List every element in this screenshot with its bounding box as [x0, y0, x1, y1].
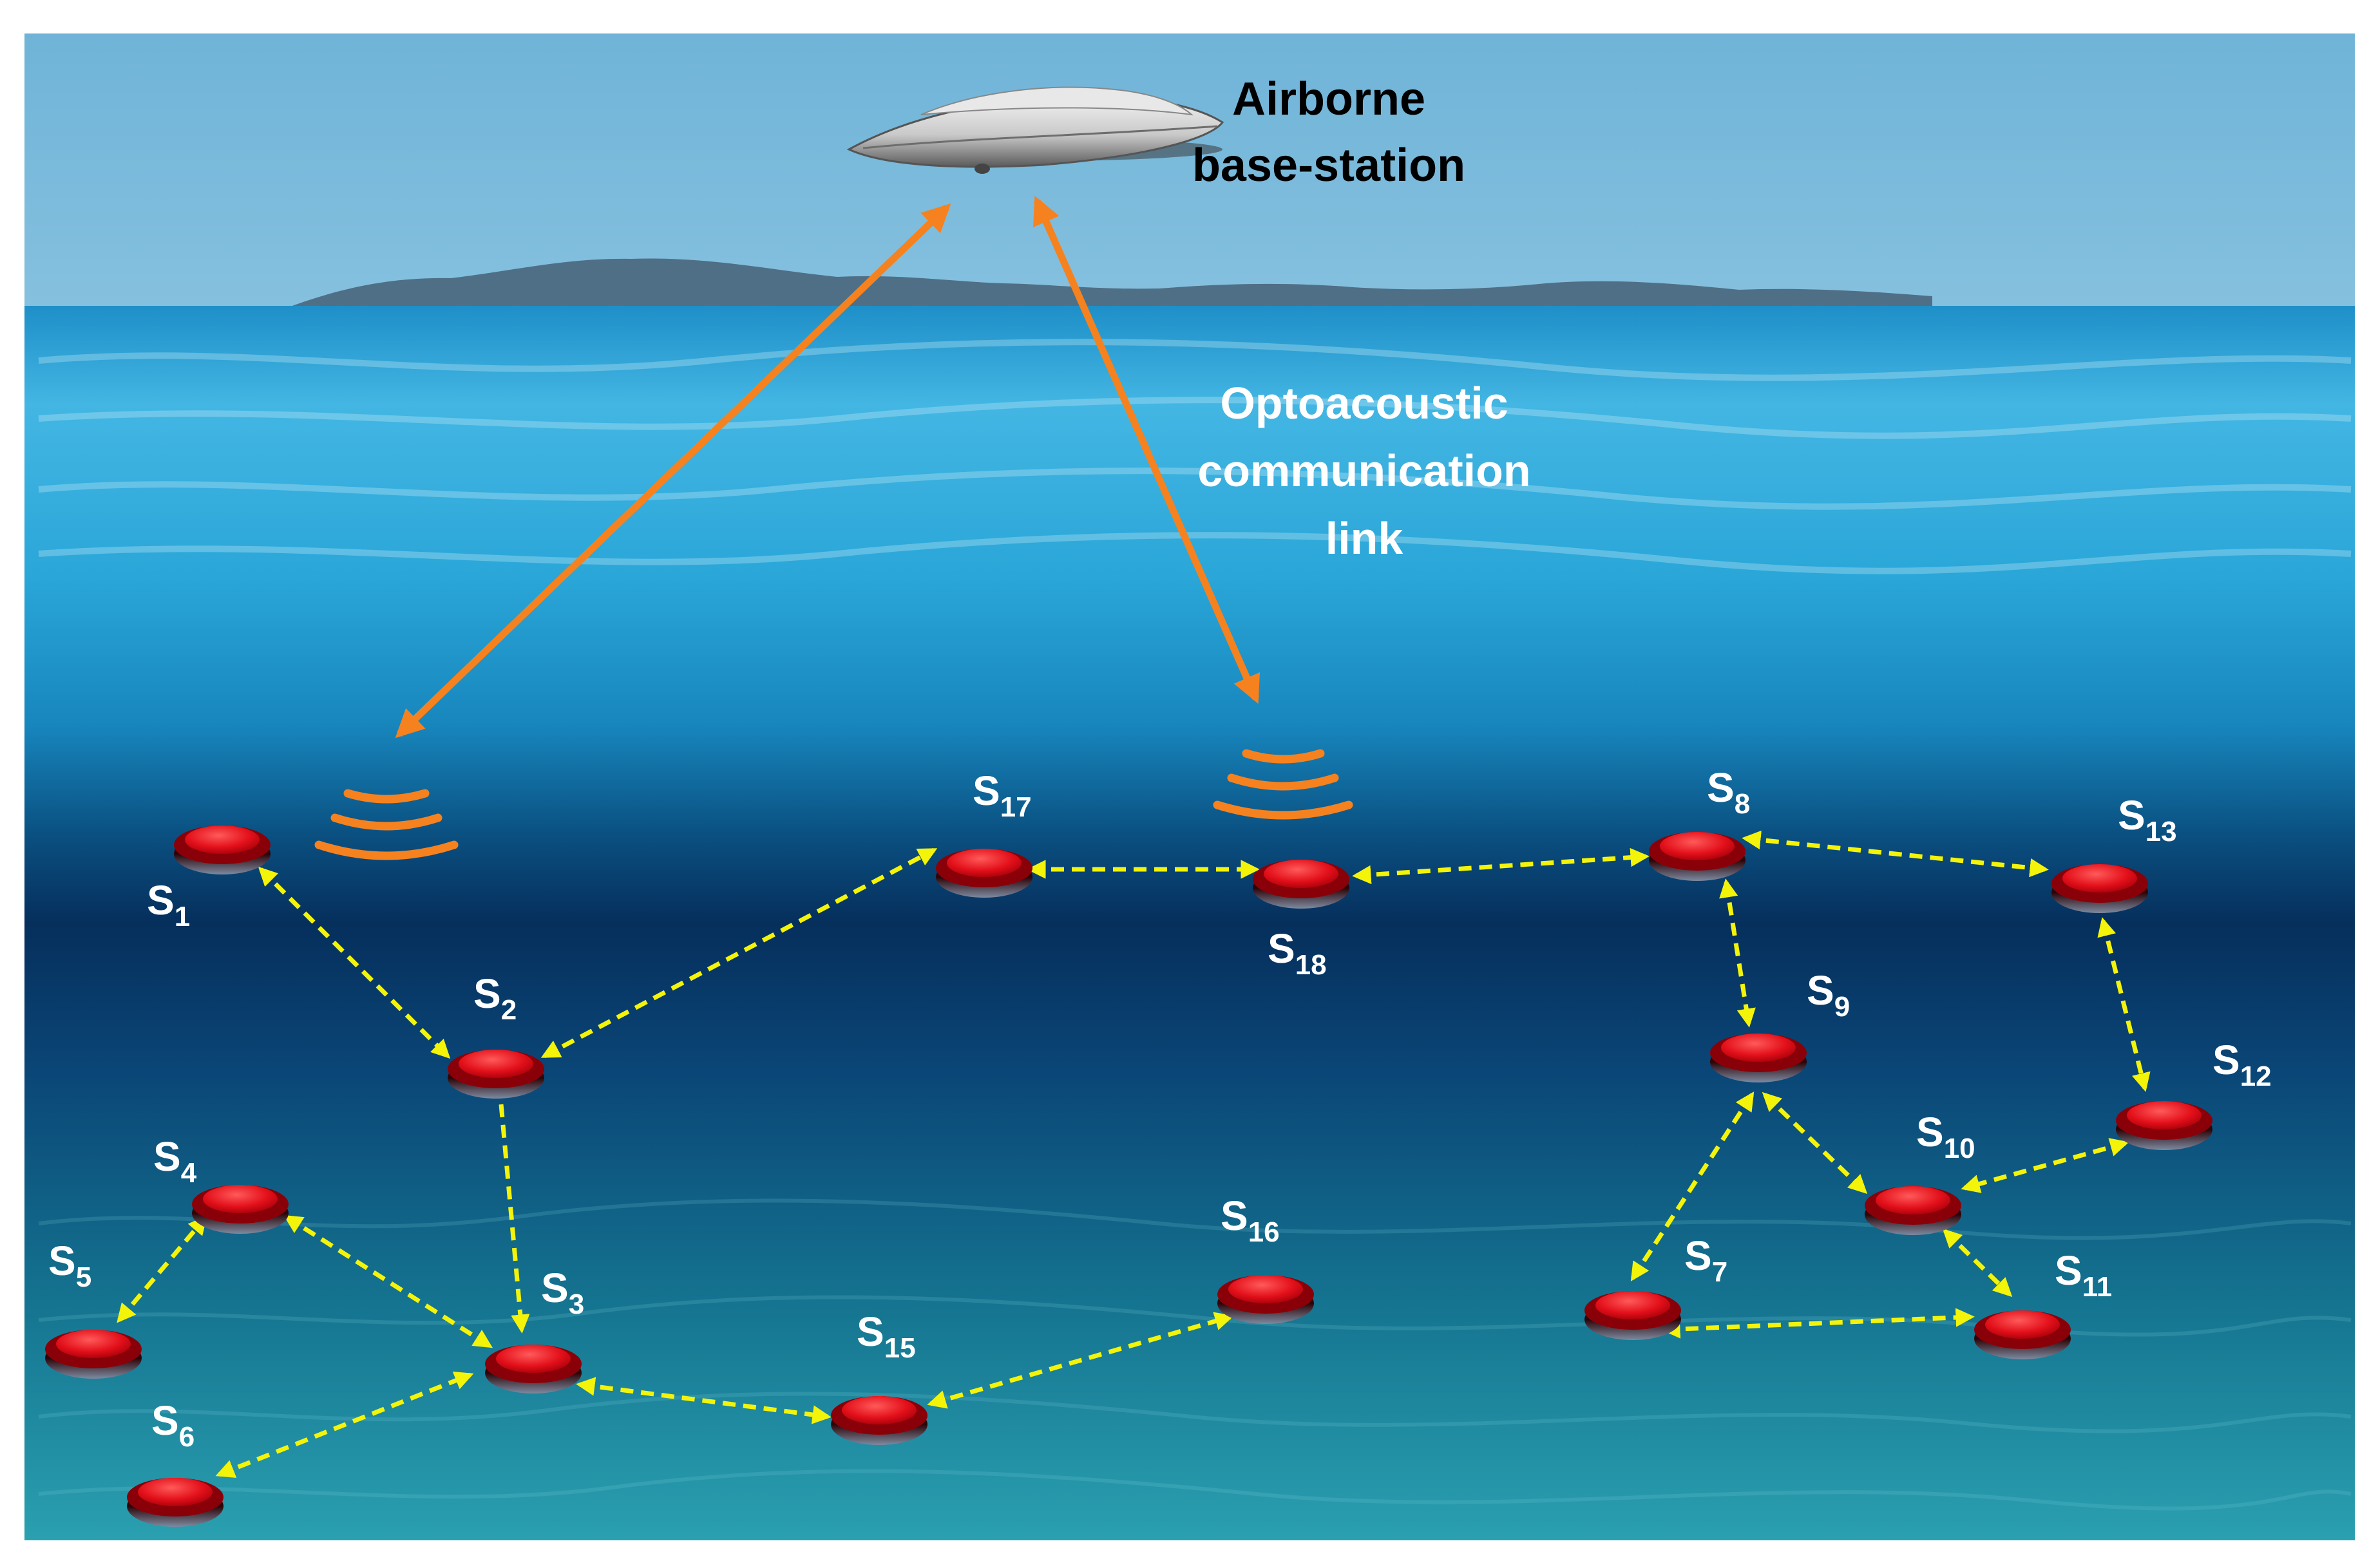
- airborne-label-line2: base-station: [1192, 140, 1465, 191]
- link-s10-s11: [1942, 1228, 2013, 1298]
- link-s9-s10: [1762, 1091, 1868, 1195]
- link-s8-s9: [1719, 878, 1756, 1028]
- sensor-node-top: [138, 1478, 213, 1506]
- sensor-node-top: [1595, 1291, 1670, 1319]
- sensor-label-s7: S7: [1684, 1233, 1727, 1288]
- sensor-node-s10: S10: [1865, 1109, 1975, 1235]
- sensor-label-s8: S8: [1707, 764, 1750, 820]
- airborne-base-station-icon: [846, 86, 1224, 174]
- sensor-node-top: [459, 1050, 533, 1078]
- sensor-node-top: [947, 849, 1022, 877]
- sensor-node-top: [2127, 1101, 2202, 1129]
- sensor-node-top: [2062, 864, 2137, 893]
- sensor-label-s6: S6: [151, 1397, 195, 1453]
- sensor-label-s13: S13: [2118, 792, 2177, 847]
- sensor-node-top: [1876, 1186, 1950, 1214]
- link-label-line1: Optoacoustic: [1220, 378, 1508, 428]
- sensor-node-top: [203, 1185, 278, 1213]
- sensor-node-s13: S13: [2051, 792, 2177, 913]
- link-s9-s7: [1630, 1091, 1755, 1281]
- acoustic-wave-icon: [314, 789, 459, 860]
- link-s2-s3: [499, 1104, 530, 1334]
- link-label-line2: communication: [1197, 446, 1530, 496]
- link-label-line3: link: [1326, 513, 1403, 563]
- link-s6-s3: [215, 1372, 474, 1478]
- sensor-node-s7: S7: [1584, 1233, 1727, 1340]
- sensor-node-top: [1264, 860, 1338, 888]
- sensor-node-s5: S5: [45, 1238, 142, 1379]
- sensor-nodes: S1S2S3S4S5S6S7S8S9S10S11S12S13S15S16S17S…: [45, 764, 2272, 1527]
- acoustic-wave-icon: [1213, 749, 1353, 820]
- sensor-node-s8: S8: [1649, 764, 1750, 881]
- sensor-node-s18: S18: [1253, 860, 1349, 981]
- optoacoustic-links: [395, 195, 1260, 739]
- sensor-label-s9: S9: [1807, 967, 1850, 1023]
- sensor-mesh-links: [117, 830, 2151, 1478]
- link-s13-s12: [2097, 917, 2151, 1092]
- sensor-node-top: [842, 1396, 917, 1424]
- sensor-node-s4: S4: [153, 1133, 289, 1234]
- sensor-node-s3: S3: [485, 1265, 584, 1393]
- sensor-node-s6: S6: [127, 1397, 224, 1527]
- sensor-node-s15: S15: [831, 1308, 927, 1445]
- sensor-node-top: [1985, 1310, 2060, 1339]
- sensor-node-top: [496, 1345, 571, 1373]
- sensor-node-top: [56, 1330, 131, 1358]
- sensor-node-top: [1721, 1034, 1796, 1062]
- link-s5-s4: [117, 1215, 207, 1323]
- sensor-node-s1: S1: [147, 826, 271, 932]
- optoacoustic-link-2: [1033, 195, 1260, 704]
- link-s1-s2: [258, 866, 451, 1059]
- sensor-node-top: [1228, 1275, 1303, 1303]
- link-s3-s15: [576, 1377, 832, 1424]
- link-s18-s8: [1352, 847, 1650, 885]
- link-s15-s16: [927, 1312, 1234, 1409]
- airborne-label-line1: Airborne: [1232, 73, 1425, 125]
- sensor-node-s9: S9: [1710, 967, 1850, 1082]
- sensor-node-top: [1660, 832, 1735, 860]
- link-s8-s13: [1742, 830, 2049, 878]
- link-s12-s10: [1961, 1138, 2129, 1193]
- optoacoustic-link-1: [395, 203, 951, 739]
- link-s7-s11: [1661, 1308, 1975, 1339]
- sensor-node-s2: S2: [448, 970, 544, 1099]
- link-s2-s17: [540, 847, 938, 1059]
- sensor-node-top: [185, 826, 260, 854]
